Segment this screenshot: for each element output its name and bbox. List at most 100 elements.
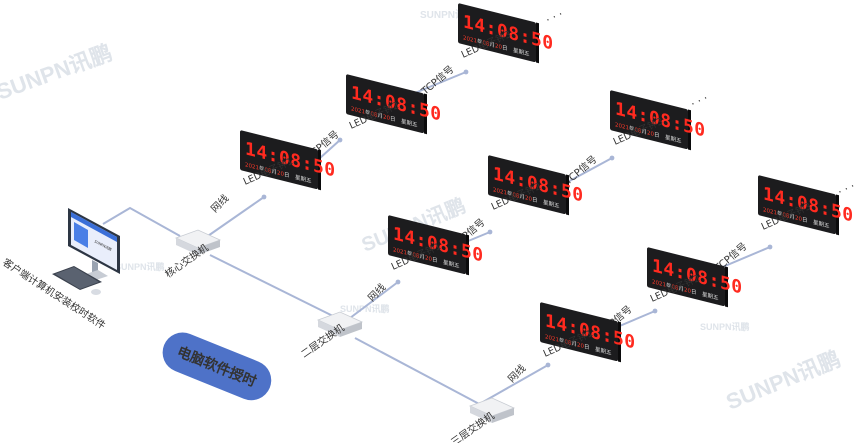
clock-date-part: 日 — [691, 288, 696, 296]
led-clock: 14:08:502021年08月20日星期五 — [488, 155, 584, 216]
clock-date-part: 20 — [277, 170, 284, 178]
clock-date-part: 月 — [377, 112, 382, 120]
clock-weekday: 星期五 — [665, 134, 682, 145]
led-clock: 14:08:502021年08月20日星期五 — [346, 74, 442, 135]
client-label: 客户端计算机安装校时软件 — [0, 256, 108, 332]
client-to-core-line — [102, 206, 181, 237]
cable-label: 网线 — [365, 281, 388, 304]
screen-header — [71, 212, 117, 242]
link-dot — [652, 308, 658, 314]
watermark: SUNPN讯鹏 — [700, 321, 750, 332]
clock-date-part: 20 — [525, 195, 532, 203]
clock-date-part: 2021 — [463, 35, 477, 45]
clock-date-part: 20 — [684, 287, 691, 295]
clock-date-part: 08 — [412, 252, 419, 260]
clock-body — [540, 302, 618, 362]
clock-date-part: 20 — [577, 342, 584, 350]
monitor-screen — [71, 212, 117, 270]
watermark-layer: SUNPN讯鹏SUNPN讯鹏SUNPN讯鹏SUNPN讯鹏SUNPN讯鹏SUNPN… — [0, 8, 844, 415]
clock-date-part: 2021 — [245, 162, 259, 172]
clock-date-part: 月 — [519, 193, 524, 201]
cable-label: 网线 — [505, 362, 528, 385]
l2-to-clock-line — [349, 281, 399, 319]
clock-body — [488, 155, 566, 215]
watermark: SUNPN讯鹏 — [0, 40, 115, 105]
clock-date-part: 2021 — [652, 279, 666, 289]
link-dot — [609, 155, 615, 161]
clock-date-part: 年 — [666, 281, 672, 290]
clock-date-part: 年 — [629, 124, 635, 133]
clock-date-part: 20 — [647, 130, 654, 138]
switch-front — [340, 322, 362, 337]
switch-front — [198, 240, 220, 255]
core-to-l2-line — [209, 254, 346, 323]
cable-label: 网线 — [208, 192, 231, 215]
clock-date-part: 年 — [477, 37, 483, 46]
link-dot — [545, 362, 551, 368]
clock-date-part: 年 — [259, 164, 265, 173]
more-ellipsis: · · · — [544, 8, 565, 27]
core-to-clock1-line — [204, 196, 265, 239]
clock-date-part: 2021 — [351, 106, 365, 116]
clock-side — [536, 22, 539, 64]
clock-date-part: 20 — [495, 43, 502, 51]
led-clock: 14:08:502021年08月20日星期五 — [540, 302, 636, 363]
clock-weekday: 星期五 — [513, 47, 530, 58]
clock-weekday: 星期五 — [543, 199, 560, 210]
clock-date-part: 年 — [559, 336, 565, 345]
clock-date-part: 日 — [584, 343, 589, 351]
switch-front — [492, 408, 514, 423]
clock-body — [647, 247, 725, 307]
clock-date-part: 2021 — [615, 122, 629, 132]
clock-date-part: 2021 — [493, 187, 507, 197]
clock-weekday: 星期五 — [595, 346, 612, 357]
clock-date: 2021年08月20日 — [652, 277, 696, 296]
clock-date-part: 年 — [365, 108, 371, 117]
clock-body — [240, 130, 318, 190]
clock-date-part: 20 — [425, 255, 432, 263]
clock-date-part: 08 — [782, 212, 789, 220]
l2-to-l3-line — [354, 337, 484, 407]
clock-date-part: 年 — [507, 189, 513, 198]
clock-date-part: 2021 — [393, 247, 407, 257]
clock-date-part: 08 — [370, 111, 377, 119]
clock-date-part: 20 — [383, 114, 390, 122]
clock-side — [836, 194, 839, 236]
clock-date-part: 08 — [264, 167, 271, 175]
clock-weekday: 星期五 — [443, 259, 460, 270]
switch-side — [176, 238, 198, 255]
network-switch — [174, 229, 222, 255]
clock-date-part: 月 — [678, 285, 683, 293]
clock-date-part: 日 — [654, 131, 659, 139]
more-ellipsis: · · · — [836, 180, 857, 199]
clock-date-part: 年 — [777, 209, 783, 218]
tcp-signal-label: TCP信号 — [418, 63, 456, 98]
clock-date-part: 08 — [634, 127, 641, 135]
clock-date: 2021年08月20日 — [493, 185, 537, 204]
clock-side — [424, 93, 427, 135]
software-timing-badge: 电脑软件授时 — [162, 332, 272, 401]
clock-date-part: 日 — [284, 171, 289, 179]
clock-date-part: 月 — [571, 340, 576, 348]
clock-date-part: 月 — [641, 128, 646, 136]
link-dot — [463, 69, 469, 75]
clock-date-part: 日 — [802, 216, 807, 224]
switch-side — [318, 320, 340, 337]
l3-to-clock-line — [482, 364, 549, 403]
monitor-base — [86, 270, 108, 280]
clock-date: 2021年08月20日 — [545, 332, 589, 351]
clock-date: 2021年08月20日 — [763, 205, 807, 224]
clock-side — [618, 321, 621, 363]
switch-label: 三层交换机 — [448, 409, 496, 443]
clock-date: 2021年08月20日 — [351, 104, 395, 123]
clock-weekday: 星期五 — [702, 291, 719, 302]
clock-side — [318, 149, 321, 191]
clock-date-part: 日 — [390, 115, 395, 123]
clock-date-part: 月 — [271, 168, 276, 176]
clock-date-part: 日 — [502, 44, 507, 52]
clock-date-part: 08 — [512, 192, 519, 200]
clock-side — [566, 174, 569, 216]
network-switch — [316, 311, 364, 337]
link-dot — [261, 194, 267, 200]
